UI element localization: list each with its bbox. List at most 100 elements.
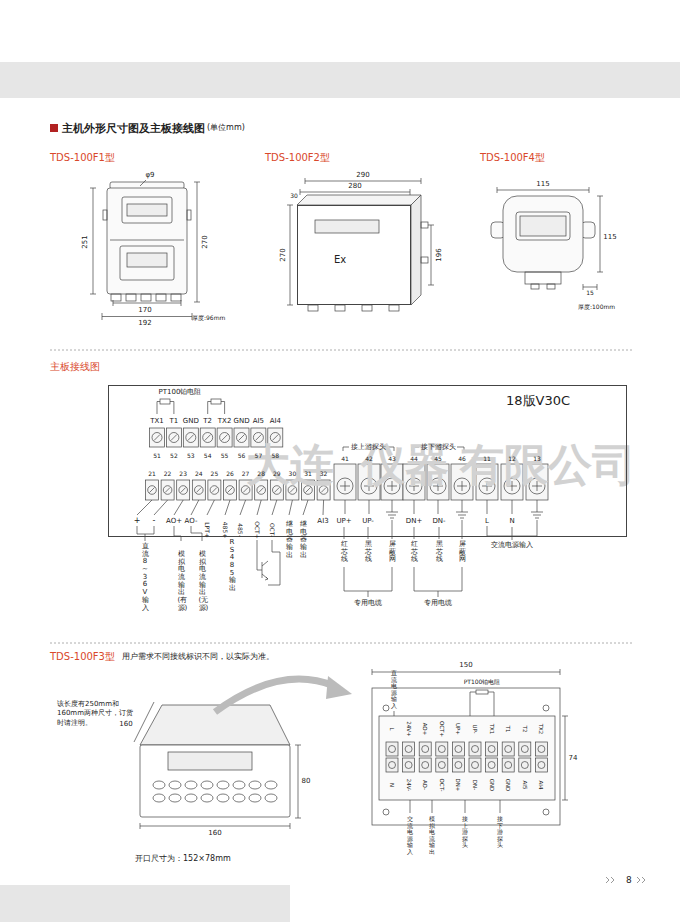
terminal-screw bbox=[472, 746, 479, 753]
wire bbox=[257, 540, 280, 585]
separator bbox=[50, 350, 632, 351]
wire-note: 继电器输出 bbox=[286, 521, 293, 559]
flange bbox=[421, 257, 428, 263]
terminal-block bbox=[161, 480, 174, 500]
signal-name: OCT+ bbox=[254, 521, 261, 539]
signal-name: 485- bbox=[237, 523, 244, 537]
screw-slot bbox=[154, 435, 160, 441]
screw-slot bbox=[150, 488, 155, 493]
footer-band bbox=[0, 885, 290, 922]
dimension-line bbox=[90, 188, 96, 294]
wire bbox=[394, 711, 395, 716]
signal-name: AI5 bbox=[253, 417, 264, 425]
wire-note: 模拟电流输出 bbox=[429, 816, 435, 856]
terminal-block bbox=[535, 742, 547, 756]
terminal-block bbox=[192, 480, 205, 500]
wire bbox=[207, 500, 214, 515]
dimension: 160 bbox=[208, 829, 221, 837]
dimension: 280 bbox=[348, 182, 361, 190]
cable-gland bbox=[547, 284, 555, 289]
terminal-number: 42 bbox=[365, 456, 373, 463]
terminal-number: 58 bbox=[271, 453, 279, 460]
terminal-number: 31 bbox=[304, 471, 312, 478]
display-frame bbox=[122, 197, 172, 223]
signal-name: DN- bbox=[472, 780, 478, 790]
terminal-block bbox=[452, 742, 464, 756]
cable-gland bbox=[308, 305, 318, 311]
key-button bbox=[233, 781, 245, 789]
terminal-screw bbox=[538, 762, 545, 769]
terminal-block bbox=[486, 742, 498, 756]
screw-slot bbox=[196, 488, 201, 493]
terminal-block bbox=[486, 758, 498, 772]
terminal-block bbox=[502, 758, 514, 772]
terminal-block bbox=[386, 742, 398, 756]
terminal-screw bbox=[337, 478, 353, 494]
terminal-screw bbox=[163, 486, 172, 495]
terminal-block bbox=[386, 758, 398, 772]
signal-name: N bbox=[389, 783, 395, 787]
terminal-number: 54 bbox=[204, 453, 212, 460]
wire bbox=[414, 500, 415, 514]
signal-name: T1 bbox=[505, 726, 511, 733]
terminal-number: 46 bbox=[458, 456, 466, 463]
terminal-block bbox=[200, 428, 215, 447]
wire-note: 继电器输出 bbox=[300, 521, 307, 559]
mount-hole bbox=[543, 705, 549, 711]
dimension-line bbox=[194, 182, 200, 302]
terminal-screw bbox=[203, 433, 213, 443]
wire-note: 屏蔽网 bbox=[459, 541, 466, 564]
signal-name: TX2 bbox=[538, 724, 544, 735]
housing-front: Ex bbox=[297, 205, 411, 305]
terminal-block bbox=[224, 480, 237, 500]
terminal-block bbox=[146, 480, 159, 500]
page-chevron bbox=[606, 877, 614, 883]
model-name: TDS-100F1型 bbox=[50, 152, 115, 164]
key-button bbox=[153, 794, 165, 802]
screw-slot bbox=[188, 435, 194, 441]
cable-gland bbox=[362, 305, 372, 311]
key-button bbox=[185, 794, 197, 802]
wire bbox=[344, 527, 345, 539]
terminal-number: 41 bbox=[341, 456, 349, 463]
terminal-screw bbox=[152, 433, 162, 443]
model-name: TDS-100F2型 bbox=[265, 152, 330, 164]
wire-note: 交流电源输入 bbox=[491, 541, 533, 549]
terminal-block bbox=[519, 758, 531, 772]
dimension-line bbox=[428, 225, 434, 285]
wire-note: 模拟电流输出(有源) bbox=[178, 551, 185, 613]
terminal-number: 22 bbox=[164, 471, 172, 478]
cutout-note: 开口尺寸为：152×78mm bbox=[135, 854, 231, 863]
terminal-block bbox=[469, 758, 481, 772]
wire bbox=[137, 500, 152, 515]
dimension-line bbox=[287, 205, 293, 305]
ground-symbol bbox=[531, 500, 543, 518]
wire bbox=[369, 500, 370, 514]
component-name: PT100铂电阻 bbox=[464, 679, 501, 686]
dimension: 196 bbox=[435, 248, 443, 261]
terminal-block bbox=[452, 758, 464, 772]
signal-name: L bbox=[485, 517, 489, 525]
wire-note: 红芯线 bbox=[341, 541, 348, 564]
wire bbox=[438, 500, 439, 514]
signal-name: + bbox=[134, 516, 141, 525]
signal-name: - bbox=[153, 516, 156, 525]
terminal-screw bbox=[538, 746, 545, 753]
terminal-screw bbox=[186, 433, 196, 443]
flange bbox=[421, 222, 428, 228]
terminal-screw bbox=[195, 486, 204, 495]
key-button bbox=[249, 794, 261, 802]
mount-hole bbox=[383, 705, 389, 711]
dimension-line bbox=[113, 300, 181, 306]
side-tab bbox=[103, 210, 107, 220]
terminal-block bbox=[150, 428, 165, 447]
terminal-block bbox=[183, 428, 198, 447]
signal-name: OCT- bbox=[439, 778, 445, 791]
housing bbox=[107, 188, 187, 294]
wire-note: 黑芯线 bbox=[436, 541, 443, 564]
terminal-screw bbox=[169, 433, 179, 443]
key-button bbox=[169, 794, 181, 802]
wire-note: 接下游探头 bbox=[497, 816, 503, 849]
cable-gland bbox=[335, 305, 345, 311]
